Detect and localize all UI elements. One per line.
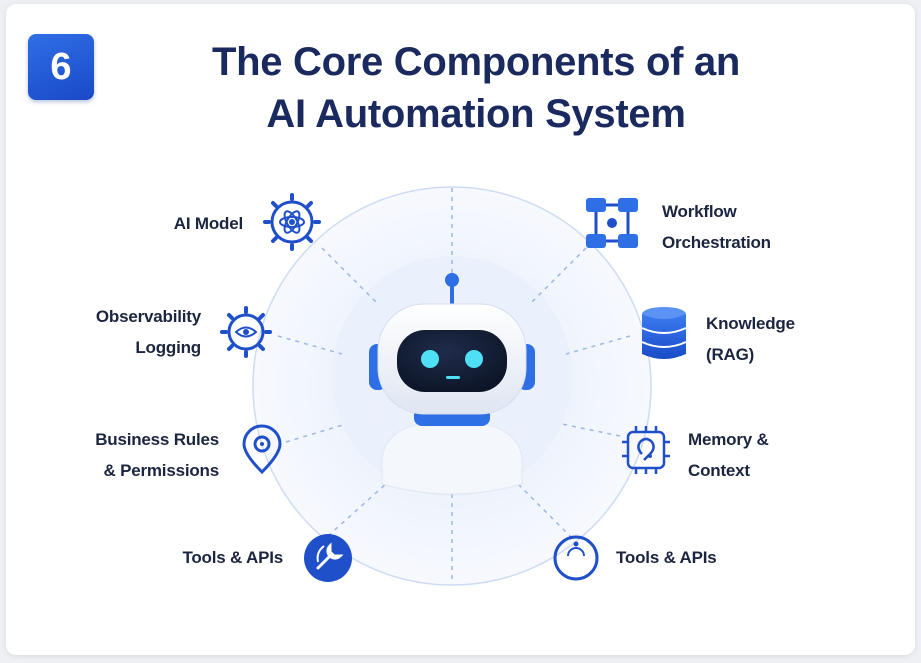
tools-icon bbox=[304, 534, 352, 582]
title-line-1: The Core Components of an bbox=[211, 40, 741, 84]
infographic-card: 6 The Core Components of an AI Automatio… bbox=[6, 4, 915, 655]
label-tools-apis-left: Tools & APIs bbox=[182, 548, 283, 567]
step-number-badge: 6 bbox=[28, 34, 94, 100]
api-icon bbox=[553, 535, 599, 581]
database-icon bbox=[641, 307, 687, 359]
memory-chip-icon bbox=[622, 426, 670, 474]
label-workflow-orchestration: Workflow Orchestration bbox=[662, 202, 771, 252]
page-title: The Core Components of an AI Automation … bbox=[126, 36, 826, 140]
title-line-2: AI Automation System bbox=[266, 92, 686, 136]
label-business-rules: Business Rules & Permissions bbox=[95, 430, 219, 480]
label-memory-context: Memory & Context bbox=[688, 430, 769, 480]
atom-gear-icon bbox=[263, 193, 321, 251]
robot-icon bbox=[369, 273, 535, 495]
shield-pin-icon bbox=[242, 424, 282, 475]
workflow-icon bbox=[586, 198, 638, 248]
components-diagram bbox=[220, 186, 687, 586]
label-knowledge-rag: Knowledge (RAG) bbox=[706, 314, 795, 364]
label-ai-model: AI Model bbox=[173, 214, 243, 233]
label-tools-apis-right: Tools & APIs bbox=[616, 548, 717, 567]
gear-eye-icon bbox=[220, 306, 272, 358]
label-observability-logging: Observability Logging bbox=[95, 307, 201, 357]
